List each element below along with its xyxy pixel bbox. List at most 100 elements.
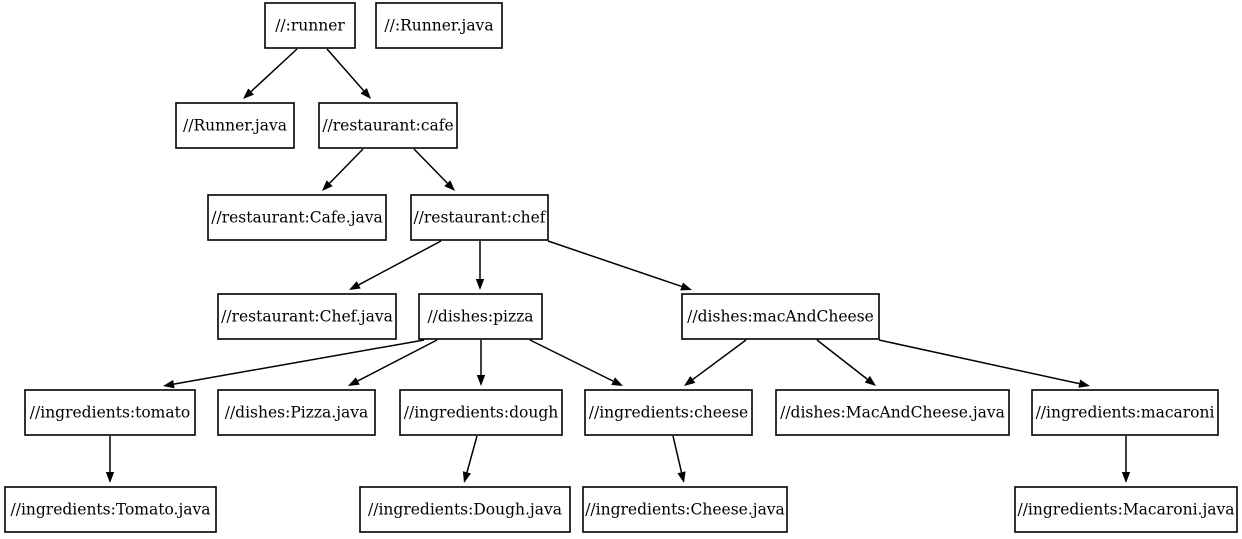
node-box[interactable] (399, 389, 563, 436)
graph-edge (878, 339, 1090, 388)
arrowhead-icon (322, 180, 333, 191)
graph-edge (1121, 436, 1131, 483)
graph-node-restaurant_chef[interactable]: //restaurant:chef (410, 194, 549, 241)
arrowhead-icon (680, 282, 692, 291)
arrowhead-icon (444, 180, 455, 191)
node-box[interactable] (264, 2, 356, 49)
node-box[interactable] (217, 389, 376, 436)
node-box[interactable] (375, 2, 503, 49)
graph-edge (462, 435, 478, 483)
graph-edge (547, 240, 692, 291)
edge-line (816, 339, 868, 380)
node-box[interactable] (582, 486, 788, 533)
graph-node-dough_java[interactable]: //ingredients:Dough.java (359, 486, 571, 533)
node-box[interactable] (207, 194, 387, 241)
edges-layer (105, 48, 1131, 483)
graph-edge (529, 339, 623, 386)
node-label: //restaurant:cafe (322, 117, 453, 135)
node-label: //dishes:MacAndCheese.java (780, 404, 1005, 422)
graph-node-ing_tomato[interactable]: //ingredients:tomato (24, 389, 196, 436)
arrowhead-icon (864, 375, 876, 386)
arrowhead-icon (360, 87, 371, 99)
node-box[interactable] (318, 102, 458, 149)
arrowhead-icon (677, 471, 686, 483)
graph-node-dishes_pizza[interactable]: //dishes:pizza (418, 293, 543, 340)
edge-line (173, 339, 425, 385)
node-label: //:Runner.java (384, 17, 493, 35)
graph-node-ing_macaroni[interactable]: //ingredients:macaroni (1031, 389, 1219, 436)
edge-line (878, 339, 1080, 385)
node-label: //ingredients:Dough.java (368, 501, 562, 519)
nodes-layer: //:runner //:Runner.java //Runner.java //re… (4, 2, 1238, 533)
graph-edge (413, 148, 455, 191)
node-label: //dishes:pizza (427, 308, 533, 326)
node-label: //ingredients:dough (404, 404, 558, 422)
graph-node-pizza_java[interactable]: //dishes:Pizza.java (217, 389, 376, 436)
node-box[interactable] (217, 293, 397, 340)
node-box[interactable] (1014, 486, 1238, 533)
edge-line (692, 339, 747, 381)
arrowhead-icon (684, 376, 696, 386)
node-label: //ingredients:tomato (30, 404, 190, 422)
node-box[interactable] (584, 389, 753, 436)
graph-edge (322, 148, 364, 191)
graph-edge (105, 436, 115, 483)
edge-line (329, 148, 364, 184)
graph-node-cafe_java[interactable]: //restaurant:Cafe.java (207, 194, 387, 241)
edge-line (326, 48, 365, 92)
graph-node-chef_java[interactable]: //restaurant:Chef.java (217, 293, 397, 340)
node-label: //dishes:Pizza.java (225, 404, 369, 422)
graph-node-runner_java[interactable]: //Runner.java (175, 102, 295, 149)
graph-node-ing_dough[interactable]: //ingredients:dough (399, 389, 563, 436)
edge-line (358, 240, 442, 286)
node-box[interactable] (410, 194, 549, 241)
edge-line (529, 339, 614, 382)
graph-edge (816, 339, 876, 386)
node-box[interactable] (681, 293, 880, 340)
graph-node-restaurant_cafe[interactable]: //restaurant:cafe (318, 102, 458, 149)
graph-node-runner[interactable]: //:runner (264, 2, 356, 49)
arrowhead-icon (476, 375, 486, 386)
graph-edge (672, 435, 686, 483)
node-box[interactable] (418, 293, 543, 340)
node-label: //Runner.java (183, 117, 287, 135)
arrowhead-icon (243, 88, 254, 99)
node-box[interactable] (175, 102, 295, 149)
node-label: //ingredients:cheese (589, 404, 748, 422)
graph-edge (163, 339, 425, 389)
node-label: //ingredients:Tomato.java (11, 501, 211, 519)
edge-line (547, 240, 682, 288)
graph-node-macaroni_java[interactable]: //ingredients:Macaroni.java (1014, 486, 1238, 533)
node-box[interactable] (1031, 389, 1219, 436)
arrowhead-icon (1078, 379, 1090, 388)
graph-node-macncheese_java[interactable]: //dishes:MacAndCheese.java (775, 389, 1010, 436)
graph-node-ing_cheese[interactable]: //ingredients:cheese (584, 389, 753, 436)
arrowhead-icon (163, 379, 175, 389)
graph-edge (475, 241, 485, 290)
arrowhead-icon (105, 472, 115, 483)
node-label: //dishes:macAndCheese (687, 308, 874, 326)
edge-line (413, 148, 448, 184)
node-label: //restaurant:Chef.java (221, 308, 393, 326)
graph-edge (348, 339, 438, 386)
graph-node-tomato_java[interactable]: //ingredients:Tomato.java (4, 486, 217, 533)
node-label: //:runner (275, 17, 345, 35)
graph-node-cheese_java[interactable]: //ingredients:Cheese.java (582, 486, 788, 533)
graph-edge (243, 48, 298, 99)
edge-line (250, 48, 298, 93)
graph-edge (684, 339, 747, 386)
graph-node-dishes_macncheese[interactable]: //dishes:macAndCheese (681, 293, 880, 340)
arrowhead-icon (611, 377, 623, 386)
arrowhead-icon (348, 377, 360, 386)
edge-line (466, 435, 478, 473)
node-box[interactable] (4, 486, 217, 533)
arrowhead-icon (475, 279, 485, 290)
arrowhead-icon (349, 281, 361, 290)
graph-node-runner_java_root[interactable]: //:Runner.java (375, 2, 503, 49)
node-box[interactable] (359, 486, 571, 533)
node-box[interactable] (24, 389, 196, 436)
node-label: //ingredients:macaroni (1036, 404, 1215, 422)
node-box[interactable] (775, 389, 1010, 436)
